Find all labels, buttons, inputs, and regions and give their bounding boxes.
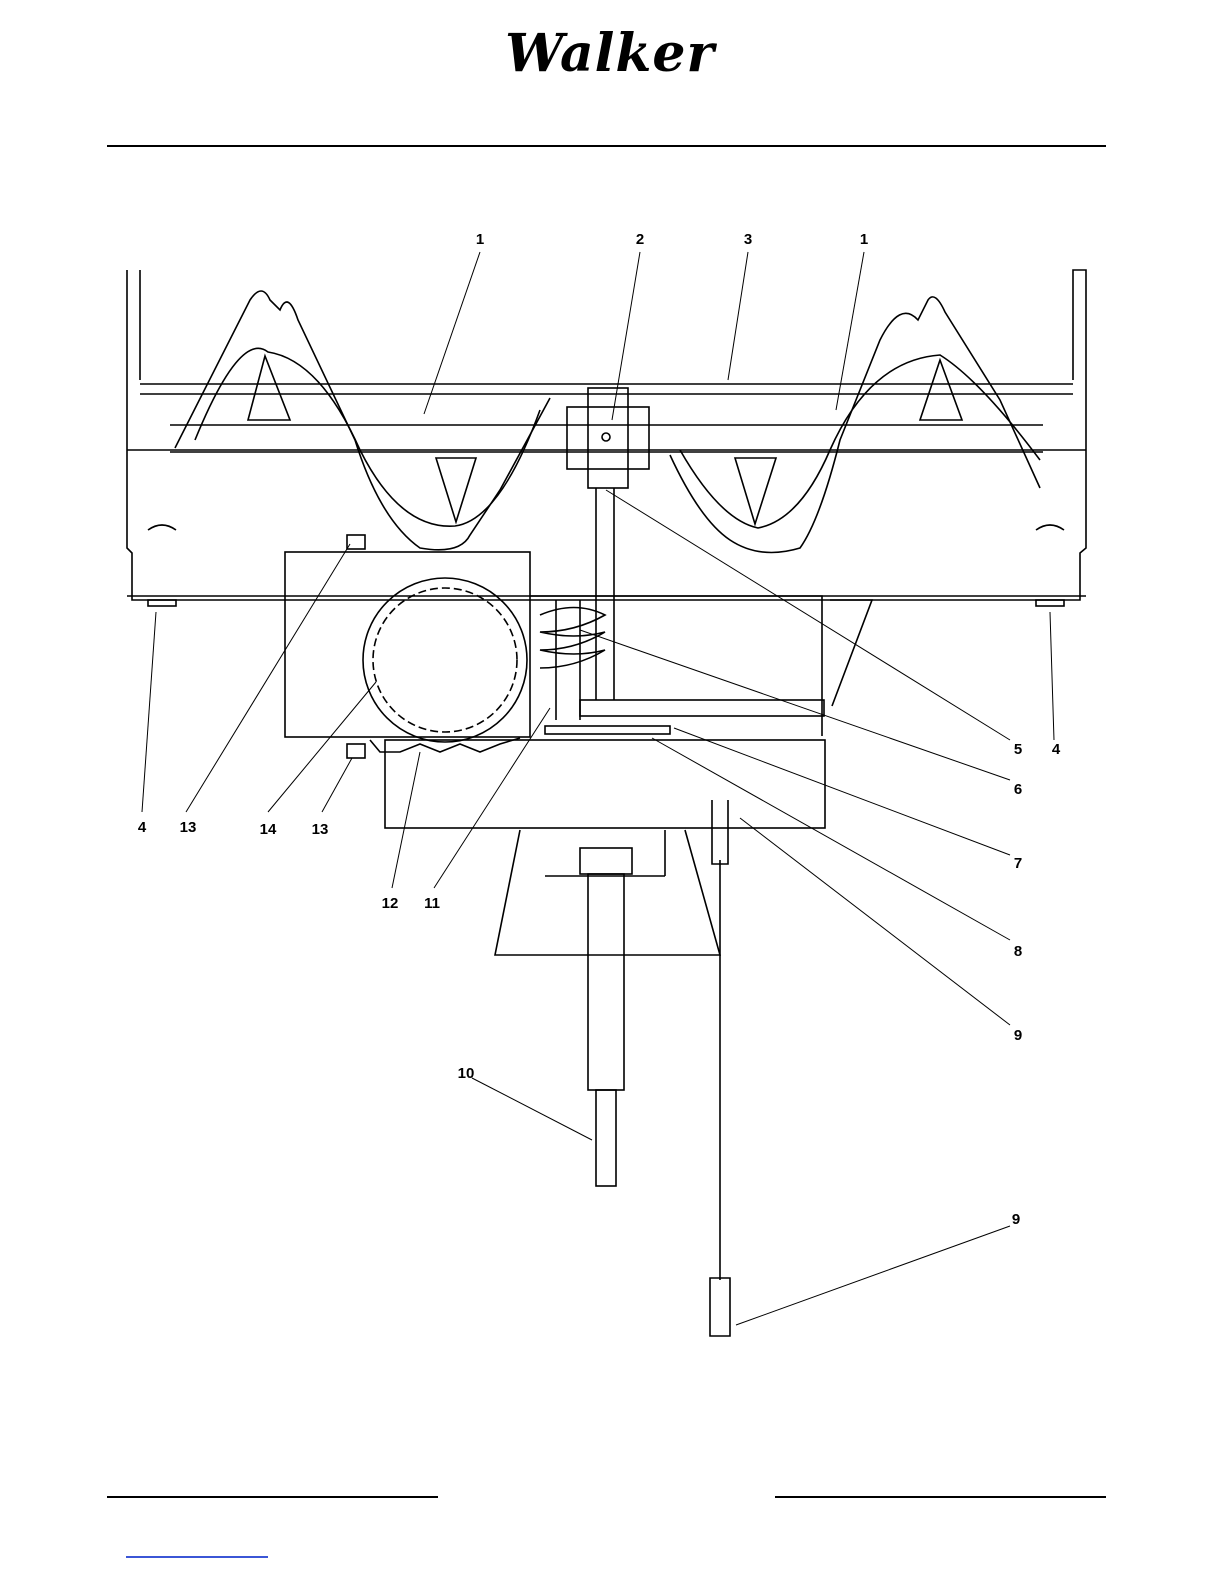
left-auger-flight-triangle: [248, 356, 290, 420]
drive-shaft-body: [588, 874, 624, 1090]
callout-10: 10: [458, 1065, 475, 1082]
footer-link-underline[interactable]: [126, 1556, 268, 1558]
callout-9-lower: 9: [1012, 1211, 1020, 1228]
callout-4-right: 4: [1052, 741, 1061, 758]
left-auger-flight: [175, 291, 550, 550]
callout-7: 7: [1014, 855, 1022, 872]
left-auger-flight-triangle-lower: [436, 458, 476, 522]
gearbox-bottom-bolt: [347, 744, 365, 758]
callout-9-upper: 9: [1014, 1027, 1022, 1044]
callout-5: 5: [1014, 741, 1022, 758]
right-auger-flight-triangle: [920, 360, 962, 420]
callout-1-left: 1: [476, 231, 484, 248]
footer-rule-right: [775, 1496, 1106, 1498]
callout-3: 3: [744, 231, 752, 248]
center-bearing-bolt: [602, 433, 610, 441]
left-auger-flight-inner: [195, 348, 540, 526]
cable-upper-end: [712, 800, 728, 864]
callout-8: 8: [1014, 943, 1022, 960]
right-side-mark: [1036, 525, 1064, 530]
drive-shaft-collar: [580, 848, 632, 874]
gearbox-lower-body: [385, 740, 825, 828]
gearbox-wheel-inner: [373, 588, 517, 732]
callout-12: 12: [382, 895, 399, 912]
cable-lower-end: [710, 1278, 730, 1336]
right-auger-flight-inner: [680, 355, 1040, 528]
callout-11: 11: [424, 895, 440, 912]
right-foot: [1036, 600, 1064, 606]
gearbox-top-bolt: [347, 535, 365, 549]
center-bearing-housing: [567, 407, 649, 469]
callout-2: 2: [636, 231, 644, 248]
callout-13-left: 13: [180, 819, 197, 836]
right-auger-flight-triangle-lower: [735, 458, 776, 524]
drive-shaft-end: [596, 1090, 616, 1186]
gearbox-wheel: [363, 578, 527, 742]
housing-left-wall: [127, 270, 1086, 600]
left-side-mark: [148, 525, 176, 530]
callout-13-right: 13: [312, 821, 329, 838]
gearbox-body: [285, 552, 530, 737]
clutch-plate-lower: [545, 726, 670, 734]
gearbox-right-panel: [530, 596, 822, 736]
gearbox-gusset: [830, 600, 872, 706]
callout-6: 6: [1014, 781, 1022, 798]
callout-labels: 1 2 3 1 5 4 6 7 8 9 9 10 11 12 4 13 13 1…: [138, 231, 1061, 1228]
left-foot: [148, 600, 176, 606]
callout-4-left: 4: [138, 819, 147, 836]
leader-lines: [142, 252, 1054, 1325]
footer-rule-left: [107, 1496, 438, 1498]
center-bearing-cap: [588, 388, 628, 488]
callout-14: 14: [260, 821, 277, 838]
callout-1-right: 1: [860, 231, 868, 248]
